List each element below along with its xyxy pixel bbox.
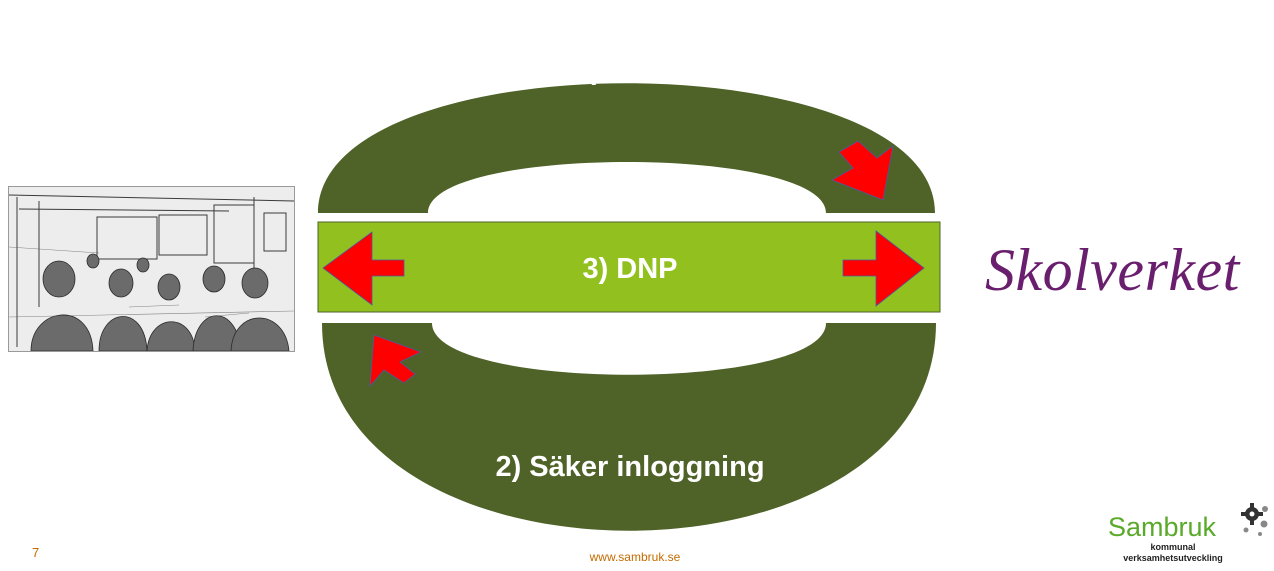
sambruk-logo: Sambruk kommunal verksamhetsutveckling xyxy=(1100,500,1270,570)
dnp-bar xyxy=(317,221,941,313)
sambruk-logo-name: Sambruk xyxy=(1108,512,1217,542)
sambruk-logo-line2: verksamhetsutveckling xyxy=(1123,553,1223,563)
bottom-arc xyxy=(322,323,936,531)
arrow-bottom-left-icon xyxy=(369,334,423,388)
gear-icon xyxy=(1241,503,1268,536)
page-number: 7 xyxy=(32,545,40,560)
arrow-bar-right-icon xyxy=(842,230,925,307)
classroom-photo xyxy=(8,186,295,352)
sambruk-logo-line1: kommunal xyxy=(1150,542,1196,552)
arrow-bar-left-icon xyxy=(322,231,405,306)
bottom-arc-label: 2) Säker inloggning xyxy=(495,451,765,483)
dnp-label: 3) DNP xyxy=(582,253,678,285)
skolverket-logo: Skolverket xyxy=(985,237,1240,303)
top-arc-label: 1) Säker provisionering xyxy=(468,54,792,86)
arrow-top-right-icon xyxy=(831,140,894,201)
footer-url[interactable]: www.sambruk.se xyxy=(589,550,681,564)
classroom-photo-sketch-icon xyxy=(9,187,294,351)
top-arc xyxy=(318,83,935,213)
